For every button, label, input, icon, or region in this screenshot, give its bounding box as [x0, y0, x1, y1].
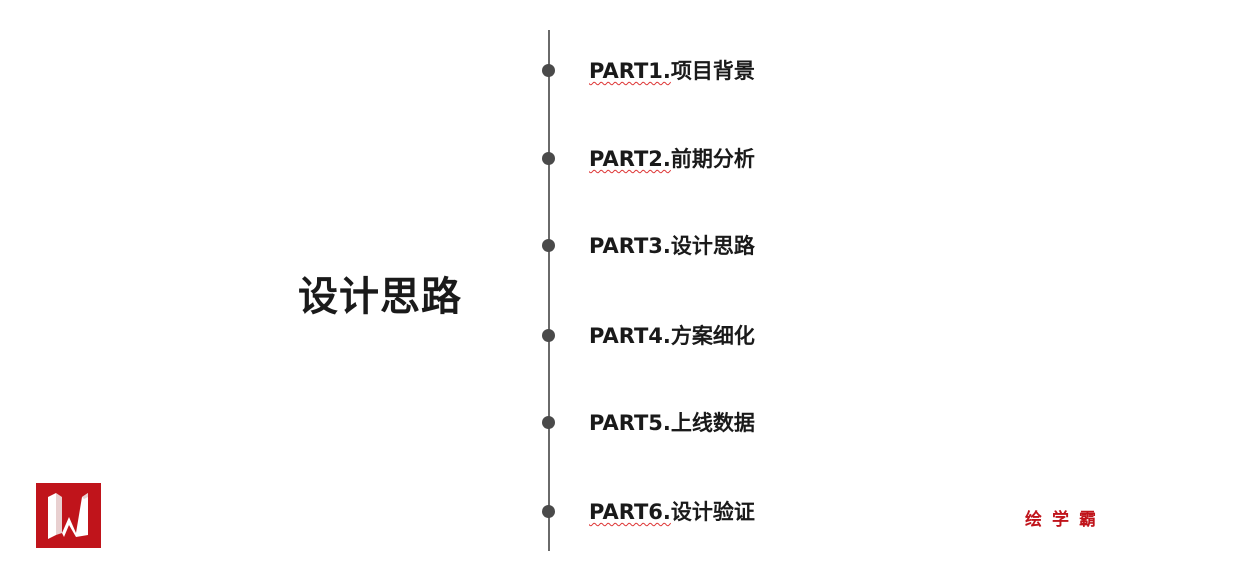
timeline-item-5: PART5.上线数据	[542, 407, 755, 437]
item-label: 设计验证	[670, 500, 755, 524]
timeline-item-6: PART6.设计验证	[542, 496, 755, 526]
item-label: 项目背景	[670, 59, 755, 83]
timeline-item-1: PART1.项目背景	[542, 55, 755, 85]
brand-text: 绘学霸	[1025, 510, 1106, 530]
slide-title: 设计思路	[298, 274, 462, 320]
bullet-dot-icon	[542, 504, 555, 518]
item-part: PART4.	[589, 324, 671, 348]
item-label: 前期分析	[670, 147, 755, 171]
bullet-dot-icon	[542, 415, 555, 429]
item-part: PART1.	[589, 59, 671, 83]
item-label: 设计思路	[670, 234, 755, 258]
timeline-line	[548, 30, 550, 551]
item-part: PART5.	[589, 411, 671, 435]
item-part: PART3.	[589, 234, 671, 258]
bullet-dot-icon	[542, 328, 555, 342]
timeline-item-3: PART3.设计思路	[542, 230, 755, 260]
bullet-dot-icon	[542, 63, 555, 77]
timeline-item-4: PART4.方案细化	[542, 320, 755, 350]
item-part: PART6.	[589, 500, 671, 524]
timeline-item-2: PART2.前期分析	[542, 143, 755, 173]
item-part: PART2.	[589, 147, 671, 171]
bullet-dot-icon	[542, 238, 555, 252]
item-label: 上线数据	[670, 411, 755, 435]
item-label: 方案细化	[670, 324, 755, 348]
logo-icon	[36, 483, 101, 548]
bullet-dot-icon	[542, 151, 555, 165]
